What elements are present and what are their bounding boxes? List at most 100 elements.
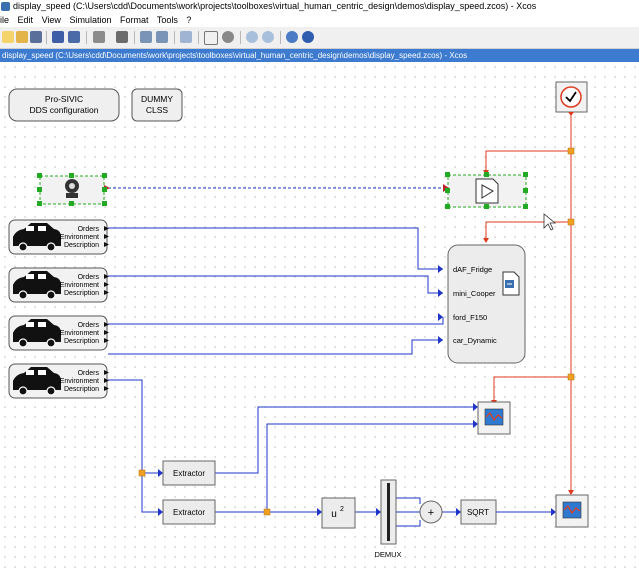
menu-help[interactable]: ?: [186, 15, 192, 25]
toolbar: [0, 27, 639, 49]
extractor-block-1[interactable]: Extractor: [162, 460, 216, 486]
link-demux-sum-3[interactable]: [396, 520, 421, 527]
square-exponent: 2: [340, 506, 344, 513]
clock-block[interactable]: [555, 81, 588, 116]
link-car2-mini[interactable]: [108, 275, 443, 294]
link-car5-extractor1[interactable]: [108, 379, 163, 474]
scope-block-bottom[interactable]: [555, 494, 589, 528]
link-demux-sum-1[interactable]: [396, 497, 421, 504]
link-car1-dAF[interactable]: [108, 227, 443, 270]
extractor-label: Extractor: [173, 508, 205, 517]
event-links[interactable]: [485, 112, 572, 492]
link-car4-car[interactable]: [108, 339, 443, 355]
stop-icon[interactable]: [222, 31, 234, 43]
square-block[interactable]: u 2: [321, 497, 356, 529]
dummy-label-2: CLSS: [146, 105, 169, 115]
open-folder-icon[interactable]: [30, 31, 42, 43]
event-split-point[interactable]: [567, 218, 575, 226]
event-split-point[interactable]: [567, 373, 575, 381]
sum-block[interactable]: +: [419, 500, 443, 524]
data-split-point[interactable]: [138, 469, 146, 477]
car-block[interactable]: Orders Environment Description: [8, 267, 109, 303]
diagram-tab-title: display_speed (C:\Users\cdd\Documents\wo…: [0, 49, 639, 62]
dummy-label-1: DUMMY: [141, 94, 173, 104]
superblock-port-mini: mini_Cooper: [453, 289, 496, 298]
new-diagram-icon[interactable]: [2, 31, 14, 43]
clock-icon: [560, 86, 582, 108]
data-split-point[interactable]: [263, 508, 271, 516]
save-icon[interactable]: [52, 31, 64, 43]
car-icon: [13, 367, 61, 390]
prosivic-label-2: DDS configuration: [30, 105, 99, 115]
event-link-to-display[interactable]: [485, 112, 572, 172]
car-block[interactable]: Orders Environment Description: [8, 315, 109, 351]
toolbar-separator: [280, 31, 281, 44]
print-preview-icon[interactable]: [116, 31, 128, 43]
split-points[interactable]: [138, 147, 575, 516]
demux-label: DEMUX: [374, 550, 401, 559]
demux-block[interactable]: DEMUX: [374, 479, 402, 559]
event-link-to-superblock[interactable]: [485, 151, 572, 240]
menu-bar: ile Edit View Simulation Format Tools ?: [0, 13, 639, 27]
data-links[interactable]: [108, 227, 556, 527]
vehicle-superblock[interactable]: dAF_Fridge mini_Cooper ford_F150 car_Dyn…: [447, 244, 526, 364]
play-file-icon: [475, 178, 499, 204]
menu-edit[interactable]: Edit: [17, 15, 34, 25]
diagram-svg[interactable]: Pro-SIVIC DDS configuration DUMMY CLSS: [0, 62, 639, 575]
zoom-in-icon[interactable]: [246, 31, 258, 43]
port-label-description: Description: [64, 290, 99, 297]
square-label: u: [331, 509, 337, 520]
toolbar-separator: [134, 31, 135, 44]
link-split-scope[interactable]: [266, 423, 478, 512]
scope-block-top[interactable]: [477, 401, 511, 435]
camera-block[interactable]: [37, 173, 110, 206]
link-extractor1-scope[interactable]: [215, 406, 478, 474]
display-block[interactable]: [443, 172, 528, 209]
print-icon[interactable]: [93, 31, 105, 43]
save-as-icon[interactable]: [68, 31, 80, 43]
sqrt-label: SQRT: [467, 508, 489, 517]
toolbar-separator: [198, 31, 199, 44]
sum-symbol: +: [428, 507, 434, 519]
menu-file[interactable]: ile: [0, 15, 10, 25]
port-label-orders: Orders: [78, 274, 100, 281]
menu-format[interactable]: Format: [119, 15, 149, 25]
car-block[interactable]: Orders Environment Description: [8, 363, 109, 399]
menu-simulation[interactable]: Simulation: [69, 15, 112, 25]
fit-diagram-icon[interactable]: [180, 31, 192, 43]
diagram-canvas[interactable]: Pro-SIVIC DDS configuration DUMMY CLSS: [0, 62, 639, 575]
open-icon[interactable]: [16, 31, 28, 43]
port-label-orders: Orders: [78, 370, 100, 377]
menu-tools[interactable]: Tools: [156, 15, 178, 25]
car-block[interactable]: Orders Environment Description: [8, 219, 109, 255]
prosivic-config-block[interactable]: [8, 88, 120, 122]
help-icon[interactable]: [302, 31, 314, 43]
xcos-demos-icon[interactable]: [286, 31, 298, 43]
event-link-to-scope-top[interactable]: [493, 222, 572, 402]
dummy-clss-block[interactable]: [131, 88, 183, 122]
car-icon: [13, 271, 61, 294]
toolbar-separator: [86, 31, 87, 44]
undo-icon[interactable]: [140, 31, 152, 43]
event-output-port: [568, 112, 574, 116]
port-label-environment: Environment: [60, 234, 99, 241]
car-icon: [13, 319, 61, 342]
extractor-block-2[interactable]: Extractor: [162, 499, 216, 525]
window-title: display_speed (C:\Users\cdd\Documents\wo…: [13, 1, 537, 11]
car-icon: [13, 223, 61, 246]
superblock-port-ford: ford_F150: [453, 313, 487, 322]
superblock-port-car: car_Dynamic: [453, 336, 497, 345]
redo-icon[interactable]: [156, 31, 168, 43]
start-icon[interactable]: [204, 31, 218, 45]
link-car3-ford[interactable]: [108, 317, 444, 325]
port-label-environment: Environment: [60, 282, 99, 289]
zoom-out-icon[interactable]: [262, 31, 274, 43]
menu-view[interactable]: View: [41, 15, 61, 25]
superblock-port-dAF: dAF_Fridge: [453, 265, 492, 274]
event-split-point[interactable]: [567, 147, 575, 155]
port-label-description: Description: [64, 386, 99, 393]
sqrt-block[interactable]: SQRT: [460, 499, 497, 525]
extractor-label: Extractor: [173, 469, 205, 478]
link-split-extractor2[interactable]: [141, 473, 163, 513]
toolbar-separator: [174, 31, 175, 44]
